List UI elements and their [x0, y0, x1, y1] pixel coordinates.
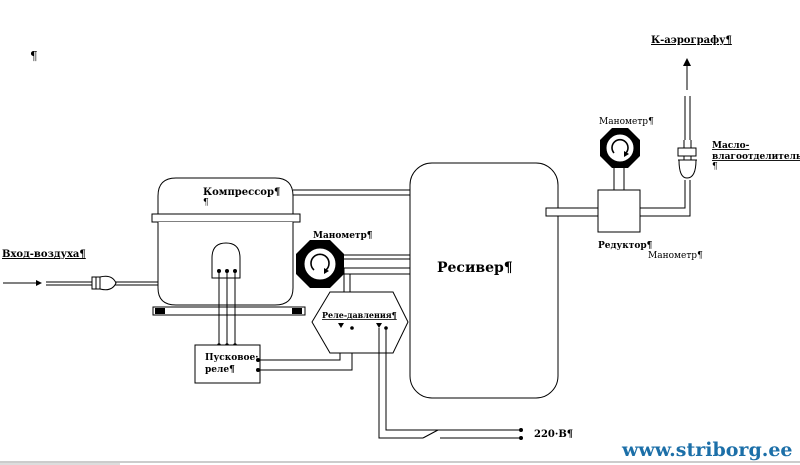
outlet-pipe [640, 180, 691, 217]
air-inlet [3, 280, 42, 286]
oil-separator-label-line2: влагоотделитель¶ [712, 152, 800, 162]
watermark: www.striborg.ee [621, 439, 793, 461]
pressure-switch-body [311, 291, 409, 354]
receiver-label: Ресивер¶ [437, 260, 513, 276]
oil-separator-mark: ¶ [712, 162, 718, 172]
start-relay-label-line2: реле¶ [205, 365, 235, 375]
reducer-gauge-stem [613, 168, 625, 190]
start-relay-box [194, 344, 261, 384]
receiver-outlet-pipe [545, 207, 601, 217]
compressor-label: Компрессор¶ [203, 187, 280, 198]
to-airbrush-label: К-аэрографу¶ [651, 35, 732, 46]
start-relay-label-line1: Пусковое· [205, 353, 258, 363]
airbrush-pipe [683, 58, 691, 140]
reducer-label: Редуктор¶ [598, 241, 653, 251]
page-bottom-edge [0, 461, 800, 465]
switch-connector-pipe [343, 267, 413, 293]
start-relay-wires [217, 271, 237, 347]
pressure-switch-label: Реле-давления¶ [322, 310, 397, 320]
compressor-mark: ¶ [203, 198, 209, 208]
gauge-left-label: Манометр¶ [313, 231, 373, 241]
gauge-right-label: Манометр¶ [599, 117, 654, 127]
gauge-right-icon [600, 128, 640, 168]
reducer-body [597, 189, 641, 233]
power-label: 220·В¶ [534, 429, 573, 440]
oil-separator-label-line1: Масло- [712, 141, 750, 151]
inlet-filter-icon [91, 275, 117, 291]
receiver-tank [409, 162, 559, 399]
gauge-bottom-label: Манометр¶ [648, 251, 703, 261]
compressor-unit [151, 177, 306, 316]
air-inlet-label: Вход-воздуха¶ [2, 249, 86, 260]
gauge-left-icon [296, 240, 410, 288]
power-wiring [378, 328, 523, 440]
compressor-outlet-pipe [293, 189, 410, 196]
oil-separator-icon [677, 140, 697, 179]
corner-mark: ¶ [30, 49, 38, 63]
pressure-switch-terminals [338, 323, 388, 330]
